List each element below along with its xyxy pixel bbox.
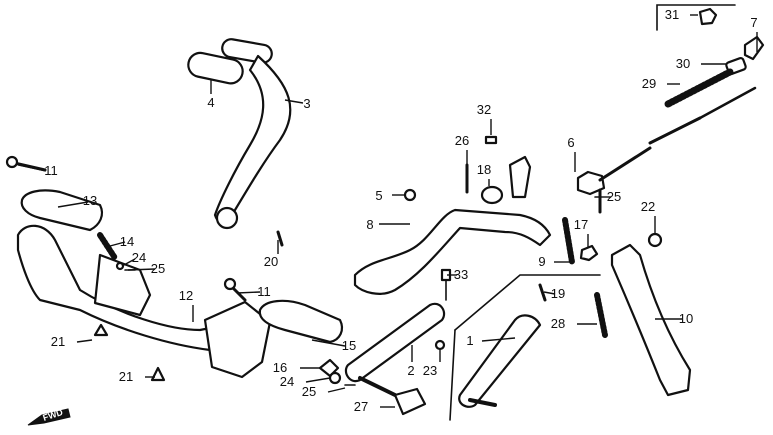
- callout-label-c6: 6: [567, 135, 574, 150]
- bolt-part-33: [440, 268, 452, 282]
- nut-part-23: [434, 339, 446, 351]
- callout-label-c9: 9: [538, 254, 545, 269]
- kick-arm-boss: [215, 206, 239, 230]
- callout-label-c24b: 24: [280, 374, 294, 389]
- leader-line-c14: [109, 241, 126, 247]
- nut-part-31: [698, 7, 718, 26]
- inset-bracket: [656, 4, 736, 31]
- leader-line-c19: [543, 291, 556, 295]
- leader-line-c11b: [236, 291, 261, 294]
- brake-pedal-part-8: [353, 208, 552, 295]
- callout-label-c26: 26: [455, 133, 469, 148]
- divider-line-vertical: [449, 329, 456, 421]
- callout-label-c33: 33: [454, 267, 468, 282]
- leader-line-c3: [284, 99, 304, 104]
- callout-label-c4: 4: [207, 95, 214, 110]
- callout-label-c22: 22: [641, 199, 655, 214]
- callout-label-c13: 13: [83, 193, 97, 208]
- bolt-part-21a: [93, 323, 109, 337]
- callout-label-c11a: 11: [44, 163, 58, 178]
- shift-peg: [358, 376, 397, 397]
- pedal-part-1: [458, 314, 542, 408]
- callout-label-c2: 2: [407, 363, 414, 378]
- rubber-part-27: [393, 387, 427, 416]
- callout-label-c32: 32: [477, 102, 491, 117]
- bolt-part-21b: [150, 366, 166, 382]
- leader-line-c15: [311, 339, 346, 347]
- leader-line-c1: [481, 337, 516, 342]
- callout-label-c11b: 11: [257, 284, 271, 299]
- fwd-arrow-icon: FWD: [27, 407, 71, 426]
- callout-label-c23: 23: [423, 363, 437, 378]
- callout-label-c17: 17: [574, 217, 588, 232]
- spring-part-28: [594, 292, 608, 338]
- callout-label-c18: 18: [477, 162, 491, 177]
- grip-rubber-part-4: [187, 51, 244, 85]
- cable-end: [698, 86, 757, 120]
- pin-part-11b-head: [223, 277, 237, 291]
- pedal-arm-stub: [508, 155, 532, 199]
- callout-label-c25a: 25: [151, 261, 165, 276]
- shift-lever-part-2: [344, 302, 446, 383]
- spring-part-29: [664, 68, 734, 108]
- pedal-tip: [468, 398, 497, 407]
- callout-label-c25b: 25: [302, 384, 316, 399]
- callout-label-c28: 28: [551, 316, 565, 331]
- callout-label-c12: 12: [179, 288, 193, 303]
- callout-label-c21a: 21: [51, 334, 65, 349]
- callout-label-c15: 15: [342, 338, 356, 353]
- callout-label-c5: 5: [375, 188, 382, 203]
- callout-label-c31: 31: [665, 7, 679, 22]
- callout-label-c14: 14: [120, 234, 134, 249]
- leader-line-c13: [57, 201, 89, 208]
- callout-label-c16: 16: [273, 360, 287, 375]
- callout-label-c3: 3: [303, 96, 310, 111]
- rod-clevis-part-6: [576, 170, 606, 196]
- callout-label-c21b: 21: [119, 369, 133, 384]
- callout-label-c30: 30: [676, 56, 690, 71]
- leader-line-c24b: [305, 377, 331, 383]
- callout-label-c8: 8: [366, 217, 373, 232]
- spring-part-16: [318, 358, 340, 378]
- pin-part-11a-head: [5, 155, 19, 169]
- footpeg-part-13: [20, 189, 104, 232]
- callout-label-c1: 1: [466, 333, 473, 348]
- leader-line-c21a: [76, 339, 93, 343]
- callout-label-c10: 10: [679, 311, 693, 326]
- callout-label-c25c: 25: [607, 189, 621, 204]
- washer-part-24b: [328, 371, 342, 385]
- callout-label-c27: 27: [354, 399, 368, 414]
- callout-label-c24a: 24: [132, 250, 146, 265]
- spring-part-14: [97, 232, 118, 261]
- side-stand-part-10: [610, 243, 692, 397]
- footpeg-part-15: [258, 299, 344, 344]
- callout-label-c20: 20: [264, 254, 278, 269]
- nut-part-22: [647, 232, 663, 248]
- bolt-part-20: [276, 230, 284, 247]
- leader-line-c25b: [327, 387, 346, 393]
- cable-sheath: [648, 116, 702, 145]
- callout-label-c19: 19: [551, 286, 565, 301]
- callout-label-c7: 7: [750, 15, 757, 30]
- spring-part-9: [562, 217, 575, 265]
- frame-bracket-rear: [203, 300, 272, 379]
- callout-leaders: [17, 14, 758, 408]
- pin-part-19: [538, 283, 547, 302]
- callout-labels: 1234567891011111213141516171819202121222…: [44, 7, 757, 414]
- cap-part-5: [403, 188, 417, 202]
- clamp-part-7: [743, 35, 765, 61]
- washer-part-18: [480, 185, 504, 205]
- leader-line-c25a: [127, 268, 156, 271]
- bolt-part-32: [484, 135, 498, 145]
- callout-label-c29: 29: [642, 76, 656, 91]
- leader-line-c24a: [121, 258, 136, 267]
- bolt-part-17: [579, 244, 599, 262]
- brake-rod: [598, 146, 652, 182]
- divider-line: [454, 274, 601, 331]
- leader-line-c11a: [17, 164, 47, 172]
